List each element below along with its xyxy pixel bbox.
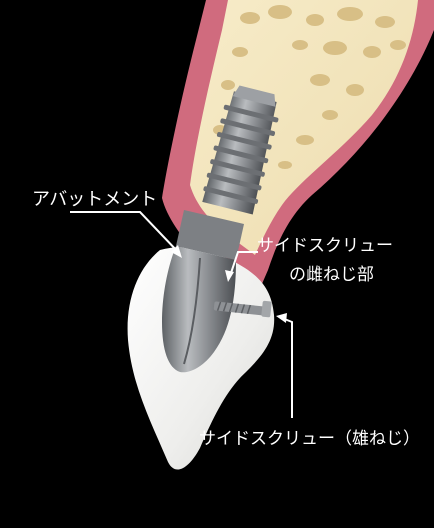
abutment-label: アバットメント xyxy=(32,190,157,210)
side-screw-male-label: サイドスクリュー（雄ねじ） xyxy=(199,429,420,449)
side-screw-female-label-line2: の雌ねじ部 xyxy=(289,265,374,285)
side-screw-female-label-line1: サイドスクリュー xyxy=(257,236,393,256)
